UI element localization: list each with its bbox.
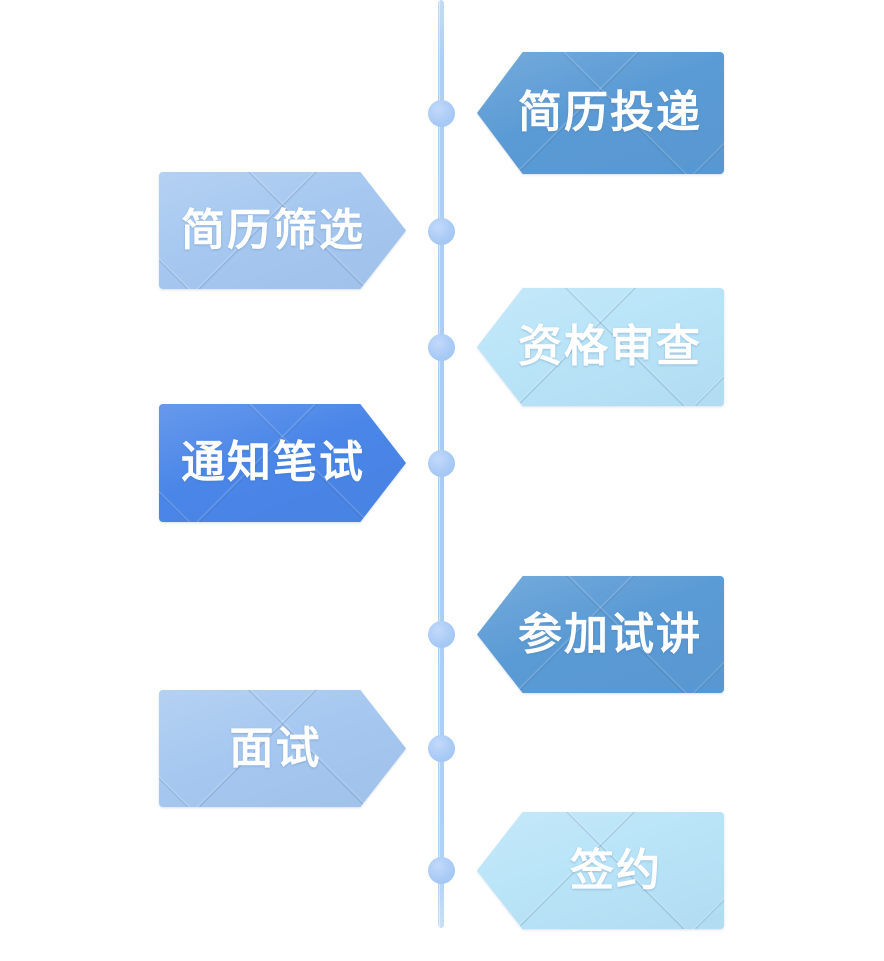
timeline-dot-3[interactable] [427, 333, 455, 361]
step-banner-4[interactable]: 通知笔试 [159, 404, 406, 522]
timeline-dot-7[interactable] [427, 856, 455, 884]
timeline-dot-2[interactable] [427, 217, 455, 245]
timeline-dot-5[interactable] [427, 620, 455, 648]
step-banner-1[interactable]: 简历投递 [477, 52, 724, 174]
step-label-3: 资格审查 [518, 322, 702, 371]
step-label-2: 简历筛选 [181, 205, 365, 255]
step-label-4: 通知笔试 [181, 438, 365, 487]
step-banner-6-shape: 面试 [159, 690, 406, 807]
step-banner-1-shape: 简历投递 [477, 52, 724, 174]
step-banner-7[interactable]: 签约 [477, 812, 724, 929]
step-label-7: 签约 [570, 845, 662, 895]
step-banner-4-shape: 通知笔试 [159, 404, 406, 522]
step-banner-3[interactable]: 资格审查 [477, 288, 724, 406]
step-banner-7-shape: 签约 [477, 812, 724, 929]
step-label-1: 简历投递 [518, 88, 702, 137]
step-label-6: 面试 [229, 723, 322, 773]
step-label-5: 参加试讲 [518, 609, 702, 659]
step-banner-6[interactable]: 面试 [159, 690, 406, 807]
step-banner-5[interactable]: 参加试讲 [477, 576, 724, 693]
step-banner-2-shape: 简历筛选 [159, 172, 406, 289]
step-banner-5-shape: 参加试讲 [477, 576, 724, 693]
timeline-dot-4[interactable] [427, 449, 455, 477]
timeline-dot-6[interactable] [427, 734, 455, 762]
step-banner-2[interactable]: 简历筛选 [159, 172, 406, 289]
step-banner-3-shape: 资格审查 [477, 288, 724, 406]
timeline-dot-1[interactable] [427, 99, 455, 127]
